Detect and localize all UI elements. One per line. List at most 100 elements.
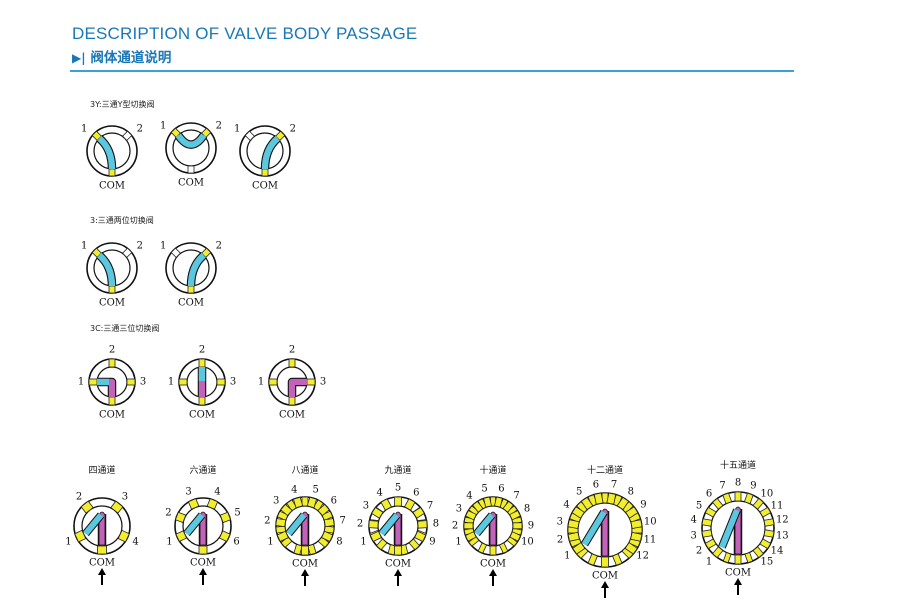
ring-segment xyxy=(408,538,421,551)
port-2 xyxy=(80,500,94,514)
rotor-cyan xyxy=(581,510,607,546)
port-3 xyxy=(216,378,226,386)
port-label-3: 3 xyxy=(319,376,327,388)
port-10 xyxy=(752,497,765,510)
port-1 xyxy=(572,542,586,555)
port-label-1: 1 xyxy=(267,536,274,548)
multiport-valve-6 xyxy=(567,492,643,568)
port-label-5: 5 xyxy=(394,482,402,494)
port-2 xyxy=(368,520,379,529)
port-9 xyxy=(512,522,523,530)
port-label-10: 10 xyxy=(521,536,534,548)
port-label-5: 5 xyxy=(234,507,241,519)
port-label-1: 1 xyxy=(167,376,175,388)
port-label-2: 2 xyxy=(215,240,223,252)
port-label-4: 4 xyxy=(466,490,473,502)
port-label-4: 4 xyxy=(214,486,221,498)
port-com xyxy=(108,396,116,406)
port-8 xyxy=(509,510,521,521)
port-label-4: 4 xyxy=(291,484,298,496)
port-label-8: 8 xyxy=(432,518,440,529)
port-label-5: 5 xyxy=(695,500,703,511)
port-2 xyxy=(288,358,296,368)
port-2 xyxy=(198,358,206,368)
rotor-cyan xyxy=(83,513,104,536)
port-label-9: 9 xyxy=(750,480,757,492)
port-3 xyxy=(110,500,124,514)
port-3 xyxy=(567,519,580,530)
multiport-title: 十二通道 xyxy=(586,466,624,476)
port-label-3: 3 xyxy=(185,486,192,498)
port-label-3: 3 xyxy=(139,376,147,388)
port-4 xyxy=(571,506,585,519)
port-label-5: 5 xyxy=(481,483,488,495)
com-label: COM xyxy=(479,558,507,570)
port-com xyxy=(301,545,309,556)
port-label-8: 8 xyxy=(523,503,531,515)
port-4 xyxy=(117,529,130,543)
port-12 xyxy=(624,542,638,555)
port-4 xyxy=(206,498,219,510)
port-label-2: 2 xyxy=(198,344,206,356)
section-label-3y: 3Y:三通Y型切换阀 xyxy=(90,100,155,109)
port-label-12: 12 xyxy=(636,550,650,562)
page-subtitle: ▶| 阀体通道说明 xyxy=(72,46,171,66)
port-label-5: 5 xyxy=(312,484,319,496)
page-title: DESCRIPTION OF VALVE BODY PASSAGE xyxy=(72,24,418,43)
port-1 xyxy=(170,247,181,258)
port-label-3: 3 xyxy=(229,376,237,388)
multiport-valve-2 xyxy=(174,497,232,555)
port-6 xyxy=(494,496,503,508)
flow-passage-upper xyxy=(198,367,206,381)
port-com xyxy=(198,545,208,555)
port-3 xyxy=(280,503,293,517)
port-1 xyxy=(464,531,477,542)
ring-segment xyxy=(321,510,334,521)
port-label-2: 2 xyxy=(264,515,271,527)
port-label-8: 8 xyxy=(336,536,343,548)
multiport-title: 九通道 xyxy=(384,466,412,476)
com-label: COM xyxy=(291,558,319,570)
port-6 xyxy=(218,530,231,542)
port-9 xyxy=(414,530,427,542)
port-1 xyxy=(244,130,255,141)
port-2 xyxy=(275,518,287,528)
port-6 xyxy=(317,503,330,517)
port-label-7: 7 xyxy=(719,480,726,492)
port-label-10: 10 xyxy=(643,516,657,528)
header-divider xyxy=(70,70,794,72)
multiport-title: 十五通道 xyxy=(719,461,757,471)
port-1 xyxy=(175,530,188,542)
port-label-3: 3 xyxy=(273,495,280,507)
flow-passage xyxy=(187,252,206,287)
port-label-5: 5 xyxy=(576,486,583,498)
port-label-3: 3 xyxy=(556,516,563,528)
port-10 xyxy=(509,531,522,542)
port-label-1: 1 xyxy=(77,376,85,388)
port-3 xyxy=(187,498,200,510)
port-com xyxy=(198,396,206,406)
valve-3c-b xyxy=(178,358,226,406)
port-com xyxy=(261,168,269,177)
ring-segment xyxy=(612,553,623,566)
port-label-3: 3 xyxy=(455,503,463,515)
inlet-arrow-icon xyxy=(489,569,497,586)
section-label-3: 3:三通两位切换阀 xyxy=(90,216,154,225)
valve-3y-b xyxy=(165,122,217,174)
ring-segment xyxy=(276,510,289,521)
port-com xyxy=(734,554,742,565)
port-5 xyxy=(394,496,402,507)
ring-segment xyxy=(498,542,509,554)
ring-segment xyxy=(375,538,388,551)
com-label: COM xyxy=(384,558,412,570)
port-3 xyxy=(306,378,316,386)
port-2 xyxy=(704,538,717,550)
port-11 xyxy=(759,506,772,518)
inlet-arrow-icon xyxy=(98,568,106,585)
port-10 xyxy=(630,519,643,530)
port-label-1: 1 xyxy=(80,123,88,135)
valve-3c-a xyxy=(88,358,136,406)
port-label-2: 2 xyxy=(108,344,116,356)
port-com xyxy=(288,396,296,406)
multiport-valve-3 xyxy=(275,496,335,556)
